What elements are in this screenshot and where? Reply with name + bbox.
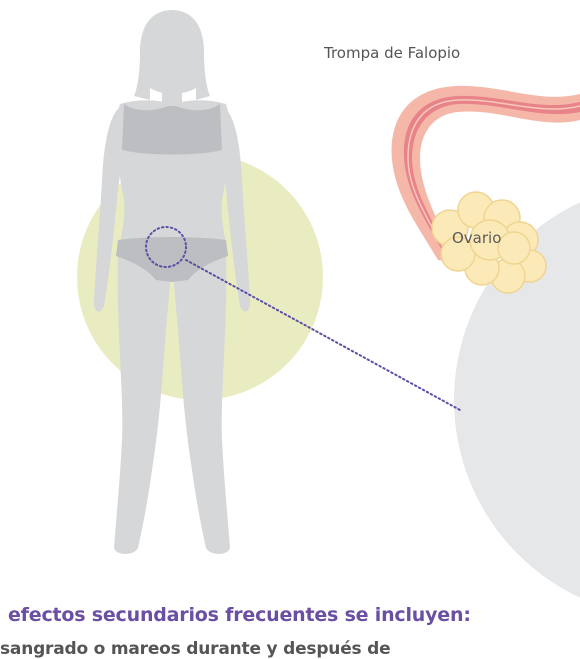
fallopian-tube-label: Trompa de Falopio — [324, 44, 460, 62]
ovary-label: Ovario — [452, 229, 501, 247]
side-effects-heading: efectos secundarios frecuentes se incluy… — [8, 604, 471, 626]
bra — [122, 104, 222, 155]
side-effects-item: sangrado o mareos durante y después de — [0, 639, 390, 659]
